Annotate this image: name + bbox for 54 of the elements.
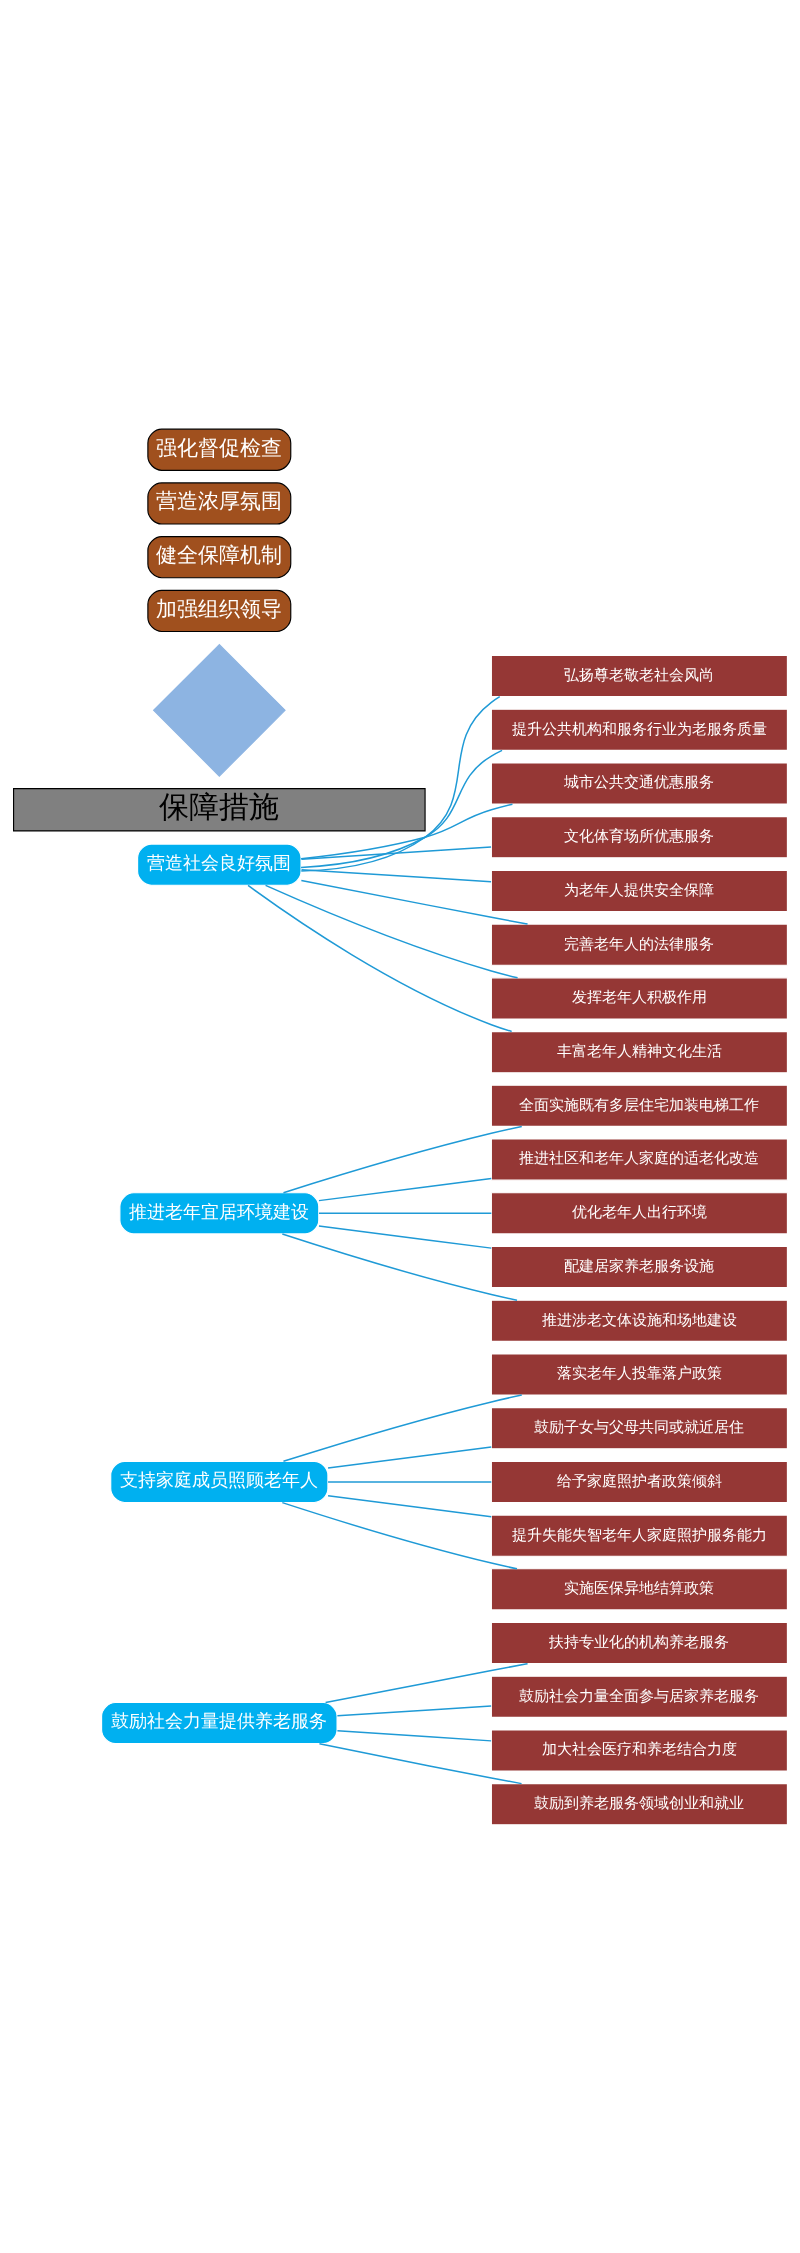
node-box: 弘扬尊老敬老社会风尚 [490, 654, 788, 697]
node-box: 给予家庭照护者政策倾斜 [490, 1460, 788, 1503]
node-box: 城市公共交通优惠服务 [490, 761, 788, 805]
connector [300, 879, 528, 925]
connector [318, 1742, 522, 1784]
node-box: 推进老年宜居环境建设 [118, 1191, 319, 1234]
connector [299, 802, 513, 859]
connector [281, 1232, 518, 1301]
node-box: 保障措施 [12, 787, 426, 832]
node-box: 健全保障机制 [146, 535, 291, 578]
node-box: 加大社会医疗和养老结合力度 [490, 1728, 788, 1772]
node-box: 推进社区和老年人家庭的适老化改造 [490, 1137, 788, 1181]
connector [317, 1224, 492, 1249]
connector [326, 1445, 492, 1469]
connector [317, 1177, 492, 1201]
node-box: 鼓励到养老服务领域创业和就业 [490, 1782, 788, 1825]
node-box: 优化老年人出行环境 [490, 1191, 788, 1234]
node-box: 鼓励子女与父母共同或就近居住 [490, 1406, 788, 1449]
node-box: 强化督促检查 [146, 428, 291, 471]
node-box: 实施医保异地结算政策 [490, 1567, 788, 1610]
node-box: 落实老年人投靠落户政策 [490, 1352, 788, 1396]
node-box: 提升公共机构和服务行业为老服务质量 [490, 708, 788, 751]
connector [282, 1125, 522, 1193]
connector [336, 1729, 492, 1742]
node-box: 营造社会良好氛围 [136, 843, 302, 886]
node-box: 扶持专业化的机构养老服务 [490, 1621, 788, 1664]
connector [299, 749, 503, 868]
node-box: 鼓励社会力量提供养老服务 [100, 1701, 338, 1744]
node-box: 鼓励社会力量全面参与居家养老服务 [490, 1675, 788, 1718]
node-box: 丰富老年人精神文化生活 [490, 1030, 788, 1073]
connector [326, 1480, 492, 1483]
node-box: 推进涉老文体设施和场地建设 [490, 1299, 788, 1342]
node-box: 发挥老年人积极作用 [490, 976, 788, 1020]
node-diamond [152, 643, 286, 777]
node-box: 完善老年人的法律服务 [490, 923, 788, 966]
connector [300, 845, 492, 860]
connector [246, 884, 512, 1032]
node-box: 文化体育场所优惠服务 [490, 815, 788, 858]
connector [300, 695, 500, 872]
node-box: 全面实施既有多层住宅加装电梯工作 [490, 1084, 788, 1127]
node-box: 加强组织领导 [146, 589, 291, 632]
connector [282, 1393, 522, 1462]
connector [281, 1501, 518, 1570]
connector [326, 1494, 492, 1517]
node-box: 支持家庭成员照顾老年人 [109, 1460, 328, 1503]
connector [317, 1212, 492, 1214]
node-box: 配建居家养老服务设施 [490, 1245, 788, 1288]
connector [300, 868, 492, 882]
connector [324, 1662, 528, 1703]
connector [264, 884, 518, 979]
node-box: 为老年人提供安全保障 [490, 869, 788, 912]
node-box: 营造浓厚氛围 [146, 481, 291, 525]
connector [336, 1704, 492, 1716]
node-box: 提升失能失智老年人家庭照护服务能力 [490, 1514, 788, 1557]
